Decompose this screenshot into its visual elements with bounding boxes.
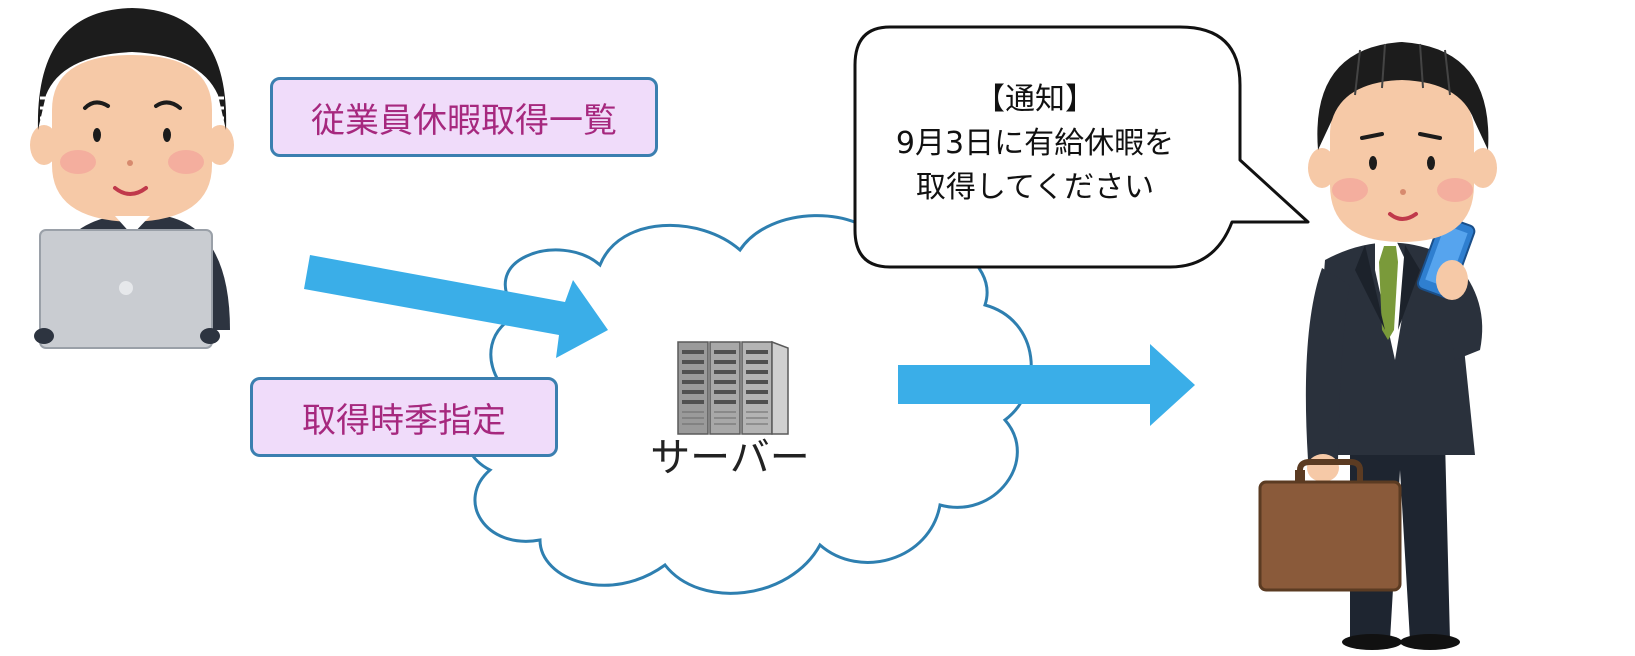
- designate-timing-text: 取得時季指定: [302, 400, 506, 441]
- arrow-right-icon: [304, 255, 608, 358]
- designate-timing-label: 取得時季指定: [250, 377, 558, 457]
- notification-line-3: 取得してください: [915, 170, 1155, 205]
- notification-text: 【通知】 9月3日に有給休暇を 取得してください: [850, 78, 1220, 210]
- arrow-right-icon: [898, 344, 1195, 426]
- employee-vacation-list-text: 従業員休暇取得一覧: [311, 100, 617, 141]
- server-label: サーバー: [650, 435, 810, 481]
- server-rack-icon: [677, 340, 789, 435]
- manager-with-laptop-icon: [30, 8, 234, 349]
- employee-vacation-list-label: 従業員休暇取得一覧: [270, 77, 658, 157]
- employee-with-smartphone-icon: [1258, 42, 1497, 650]
- speech-bubble: [853, 25, 1310, 269]
- notification-heading: 【通知】: [975, 82, 1095, 117]
- notification-line-2: 9月3日に有給休暇を: [895, 126, 1175, 161]
